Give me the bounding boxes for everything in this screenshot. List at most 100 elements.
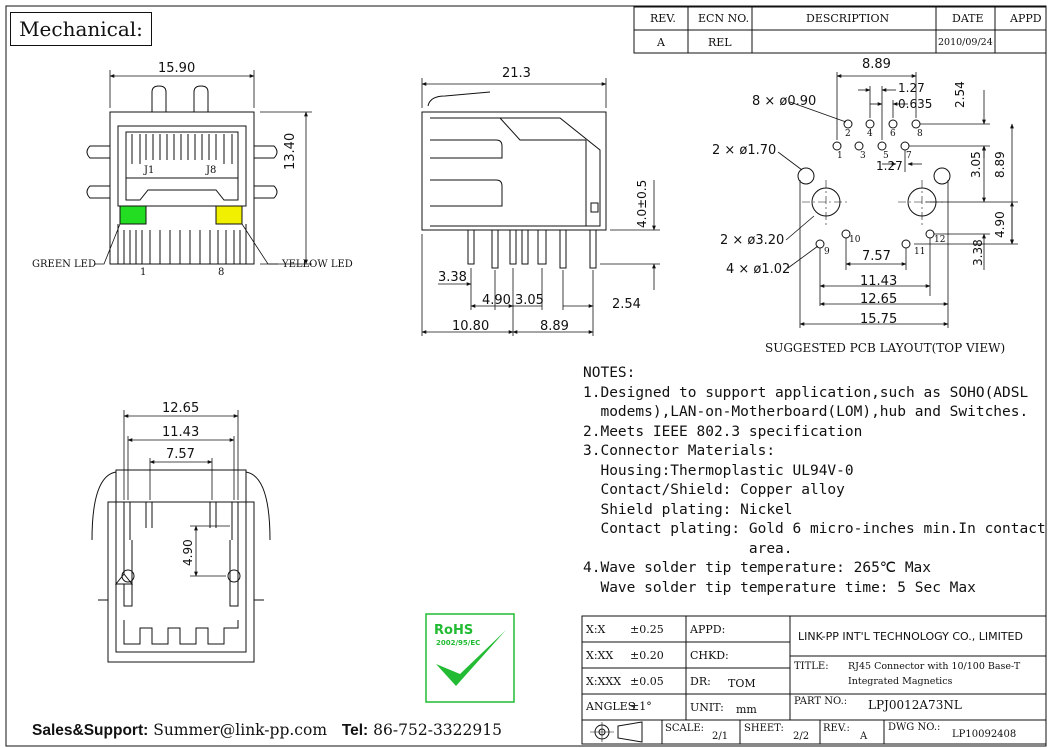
bottom-dim-757: 7.57: [166, 447, 195, 462]
side-height-dim: 4.0±0.5: [635, 179, 649, 228]
side-dim-254: 2.54: [612, 297, 641, 312]
rev-value: A: [860, 731, 868, 742]
pcb-dim-right-338: 3.38: [971, 239, 985, 266]
note-line: 3.Connector Materials:: [583, 443, 776, 459]
bottom-dim-490: 4.90: [181, 539, 195, 566]
tol-xxx-label: X:XXX: [586, 675, 622, 688]
unit-label: UNIT:: [690, 701, 724, 714]
note-line: Contact plating: Gold 6 micro-inches min…: [583, 521, 1046, 537]
note-line: Housing:Thermoplastic UL94V-0: [583, 462, 854, 479]
unit-value: mm: [736, 703, 757, 716]
note-line: 1.Designed to support application,such a…: [583, 384, 1029, 401]
notes-block: NOTES: 1.Designed to support application…: [583, 364, 1046, 598]
pcb-pin-1: 1: [837, 151, 843, 161]
dr-value: TOM: [728, 677, 756, 690]
note-line: 2.Meets IEEE 802.3 specification: [583, 423, 863, 440]
title-block: [581, 615, 1047, 745]
pcb-holes-2-170: 2 × ø1.70: [712, 143, 777, 158]
dr-label: DR:: [690, 675, 711, 688]
label-yellow-led: YELLOW LED: [282, 259, 353, 270]
pcb-dim-757: 7.57: [862, 249, 891, 264]
note-line: Shield plating: Nickel: [583, 501, 793, 518]
rev-header-description: DESCRIPTION: [806, 12, 890, 25]
scale-label: SCALE:: [665, 723, 705, 734]
pcb-layout: [777, 72, 1018, 328]
tel-number: 86-752-3322915: [373, 721, 502, 739]
notes-title: NOTES:: [583, 365, 636, 381]
tol-xxx-value: ±0.05: [630, 675, 664, 688]
front-view: [86, 70, 312, 265]
side-dim-490: 4.90: [482, 293, 511, 308]
pcb-pin-5: 5: [883, 151, 889, 161]
title-line-2: Integrated Magnetics: [848, 676, 953, 687]
rohs-title: RoHS: [434, 623, 474, 638]
label-green-led: GREEN LED: [32, 259, 97, 270]
pcb-pin-6: 6: [890, 129, 896, 139]
pcb-pin-11: 11: [914, 247, 926, 257]
bottom-dim-1265: 12.65: [162, 401, 200, 416]
sales-label: Sales&Support:: [32, 722, 149, 739]
part-no-value: LPJ0012A73NL: [868, 698, 962, 712]
company-name: LINK-PP INT'L TECHNOLOGY CO., LIMITED: [798, 630, 1023, 643]
pcb-pin-3: 3: [860, 151, 866, 161]
sheet-border: [5, 5, 1047, 747]
bottom-view: [91, 410, 271, 663]
revision-table: [633, 6, 1047, 54]
sales-email[interactable]: Summer@link-pp.com: [153, 721, 328, 739]
pcb-dim-right-305: 3.05: [969, 151, 983, 178]
tel-label: Tel:: [341, 722, 369, 739]
label-j1: J1: [144, 165, 155, 176]
note-line: 4.Wave solder tip temperature: 265℃ Max: [583, 560, 932, 576]
side-length-dim: 21.3: [502, 66, 531, 81]
pcb-pin-12: 12: [934, 235, 946, 245]
rev-header-ecn: ECN NO.: [698, 12, 750, 25]
rev-header-rev: REV.: [650, 12, 676, 25]
note-line: Wave solder tip temperature time: 5 Sec …: [583, 579, 976, 596]
pcb-dim-right-254: 2.54: [953, 81, 967, 108]
dwg-no-value: LP10092408: [952, 729, 1017, 740]
appd-label: APPD:: [690, 623, 726, 636]
note-line: modems),LAN-on-Motherboard(LOM),hub and …: [583, 404, 1029, 420]
pcb-holes-2-320: 2 × ø3.20: [720, 233, 785, 248]
pcb-dim-1143: 11.43: [860, 274, 898, 289]
bottom-dim-1143: 11.43: [162, 425, 200, 440]
tol-x-value: ±0.25: [630, 623, 664, 636]
rev-label: REV.:: [823, 723, 850, 734]
section-label: Mechanical:: [10, 12, 152, 46]
front-height-dim: 13.40: [283, 132, 298, 170]
title-label: TITLE:: [794, 661, 829, 672]
sheet-value: 2/2: [793, 731, 810, 742]
rev-row-ecn: REL: [708, 36, 732, 49]
side-view: [421, 78, 660, 336]
pcb-caption: SUGGESTED PCB LAYOUT(TOP VIEW): [765, 341, 1006, 355]
pcb-pin-2: 2: [845, 129, 851, 139]
pcb-dim-top-width: 8.89: [862, 57, 891, 72]
pcb-holes-8: 8 × ø0.90: [752, 94, 817, 109]
rev-row-rev: A: [657, 36, 665, 49]
contact-footer: Sales&Support: Summer@link-pp.com Tel: 8…: [32, 721, 502, 740]
pcb-pin-10: 10: [849, 235, 861, 245]
note-line: Contact/Shield: Copper alloy: [583, 482, 845, 498]
angles-value: ±1°: [630, 700, 652, 713]
side-dim-889: 8.89: [540, 319, 569, 334]
pcb-dim-pitch-127: 1.27: [898, 81, 925, 95]
pcb-dim-right-490: 4.90: [993, 211, 1007, 238]
scale-value: 2/1: [712, 731, 729, 742]
chkd-label: CHKD:: [690, 649, 729, 662]
pcb-holes-4-102: 4 × ø1.02: [726, 262, 791, 277]
front-width-dim: 15.90: [158, 61, 196, 76]
sheet-label: SHEET:: [744, 723, 784, 734]
note-line: area.: [583, 540, 793, 557]
label-pin1: 1: [140, 267, 147, 278]
rev-header-appd: APPD: [1010, 12, 1042, 25]
tol-xx-label: X:XX: [586, 649, 614, 662]
pcb-pin-8: 8: [917, 129, 923, 139]
pcb-pin-9: 9: [824, 247, 830, 257]
pcb-dim-pitch-0635: 0.635: [898, 97, 933, 111]
label-pin8: 8: [218, 267, 225, 278]
rev-row-date: 2010/09/24: [938, 37, 993, 48]
pcb-pin-4: 4: [867, 129, 873, 139]
side-dim-338: 3.38: [438, 270, 467, 285]
pcb-dim-right-889: 8.89: [993, 151, 1007, 178]
